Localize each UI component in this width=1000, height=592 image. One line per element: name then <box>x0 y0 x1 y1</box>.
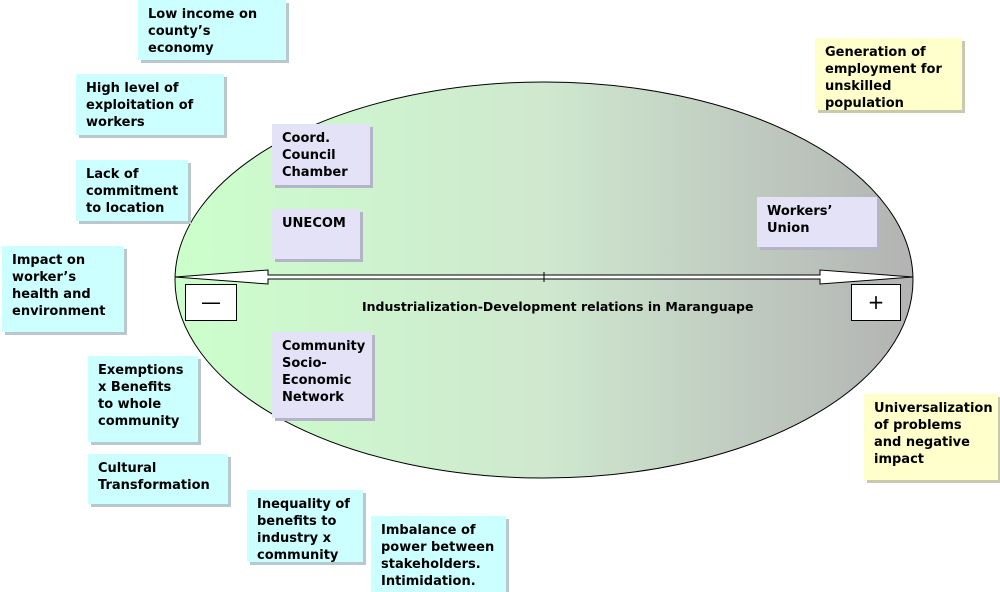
negative-sign: — <box>185 284 237 321</box>
actor-unecom: UNECOM <box>272 209 360 259</box>
axis-label: Industrialization-Development relations … <box>362 299 754 314</box>
actor-coord-council: Coord. Council Chamber <box>272 124 370 185</box>
relation-axis-arrow <box>174 269 914 285</box>
positive-sign: + <box>851 284 901 321</box>
factor-employment-generation: Generation of employment for unskilled p… <box>815 38 962 110</box>
factor-imbalance-power: Imbalance of power between stakeholders.… <box>371 516 506 592</box>
factor-exploitation: High level of exploitation of workers <box>76 74 224 135</box>
actor-workers-union: Workers’ Union <box>757 197 877 247</box>
factor-health-environment: Impact on worker’s health and environmen… <box>2 246 124 332</box>
factor-low-income: Low income on county’s economy <box>138 0 286 60</box>
actor-community-network: Community Socio-Economic Network <box>272 332 372 418</box>
factor-inequality-benefits: Inequality of benefits to industry x com… <box>247 490 363 562</box>
factor-exemptions-benefits: Exemptions x Benefits to whole community <box>88 356 198 442</box>
factor-lack-commitment: Lack of commitment to location <box>76 160 188 221</box>
factor-universalization: Universalization of problems and negativ… <box>864 394 998 480</box>
factor-cultural-transformation: Cultural Transformation <box>88 454 228 504</box>
